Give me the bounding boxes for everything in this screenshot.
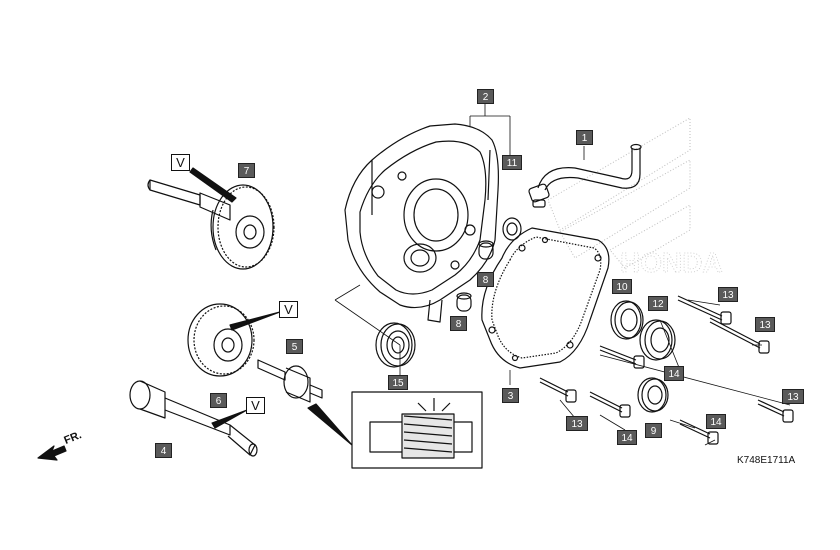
part-label-13d: 13 — [566, 416, 588, 431]
part-label-8b: 8 — [450, 316, 467, 331]
part-label-14a: 14 — [664, 366, 684, 381]
part-label-10: 10 — [612, 279, 632, 294]
main-shaft — [129, 380, 258, 457]
part-label-4: 4 — [155, 443, 172, 458]
drive-shaft-gear — [147, 179, 275, 270]
bearing-12 — [639, 319, 676, 361]
gasket — [481, 227, 610, 369]
part-label-9: 9 — [645, 423, 662, 438]
v-marker-gear: V — [279, 301, 298, 318]
bearing-15 — [375, 322, 416, 368]
bolts — [539, 295, 794, 445]
v-marker-mainshaft: V — [246, 397, 265, 414]
bearing-10 — [610, 300, 644, 340]
inset-detail — [351, 391, 483, 469]
part-label-12: 12 — [648, 296, 668, 311]
part-label-13b: 13 — [755, 317, 775, 332]
dowel-pins — [456, 240, 494, 312]
bearing-9 — [637, 377, 669, 413]
part-label-7: 7 — [238, 163, 255, 178]
part-label-13a: 13 — [718, 287, 738, 302]
part-label-8a: 8 — [477, 272, 494, 287]
transmission-case — [344, 123, 499, 323]
part-label-15: 15 — [388, 375, 408, 390]
part-label-3: 3 — [502, 388, 519, 403]
v-marker-shaft: V — [171, 154, 190, 171]
front-arrow — [37, 445, 67, 461]
part-label-13c: 13 — [782, 389, 804, 404]
part-label-5: 5 — [286, 339, 303, 354]
part-label-1: 1 — [576, 130, 593, 145]
part-label-6: 6 — [210, 393, 227, 408]
v-pointers — [189, 167, 353, 446]
watermark-logo: HONDA — [547, 117, 723, 278]
part-label-14b: 14 — [617, 430, 637, 445]
diagram-code: K748E1711A — [737, 455, 796, 466]
shaft-gear-5 — [257, 359, 323, 403]
breather-tube — [528, 143, 642, 208]
part-label-2: 2 — [477, 89, 494, 104]
svg-text:HONDA: HONDA — [620, 247, 723, 278]
oil-seal — [502, 217, 522, 241]
gear-6 — [187, 303, 255, 377]
part-label-14c: 14 — [706, 414, 726, 429]
part-label-11: 11 — [502, 155, 522, 170]
